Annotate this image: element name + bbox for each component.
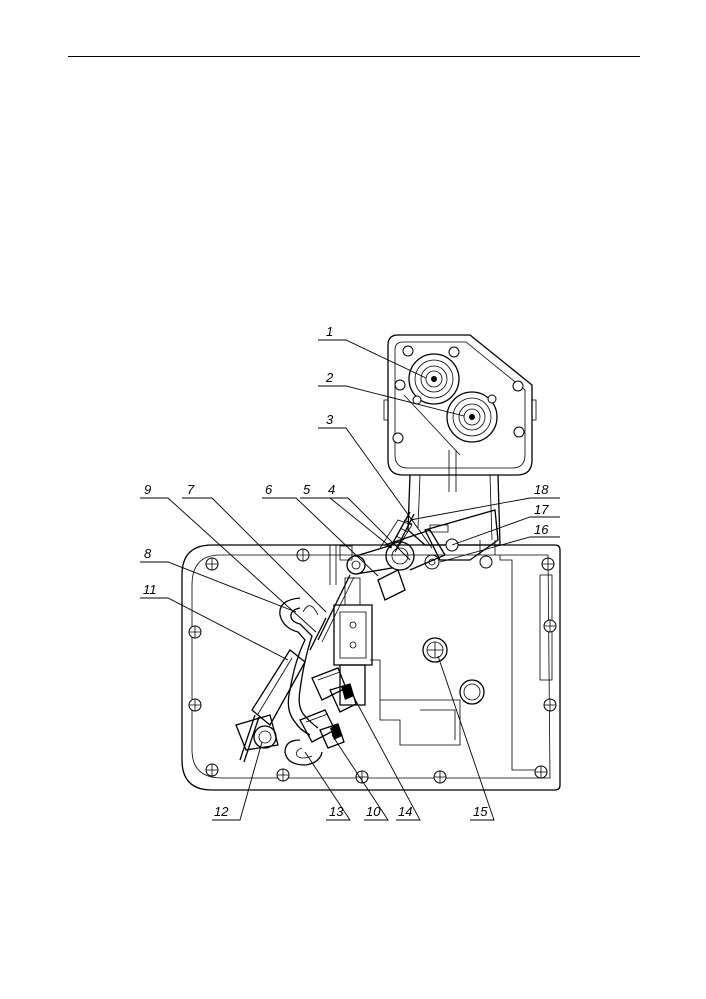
bolt-hole: [541, 557, 555, 571]
callout-15: 15: [473, 804, 488, 819]
bolt-hole: [487, 394, 497, 404]
bolt-hole: [448, 346, 460, 358]
callout-11: 11: [143, 582, 157, 597]
gear-lower: [446, 391, 498, 443]
bolt-hole: [296, 548, 310, 562]
pump-body: [383, 334, 537, 492]
callout-2: 2: [325, 370, 334, 385]
callout-9: 9: [144, 482, 151, 497]
gear-upper: [408, 353, 460, 405]
bolt-hole: [513, 426, 525, 438]
callout-1: 1: [326, 324, 333, 339]
callouts: 1 2 3 4 5 6 7 8 9 10 11 12 13 14 15 16 1…: [143, 324, 549, 819]
callout-14: 14: [398, 804, 412, 819]
callout-8: 8: [144, 546, 152, 561]
bolt-hole: [412, 395, 422, 405]
housing: [181, 540, 561, 791]
bolt-hole: [433, 770, 447, 784]
pipe-loop: [279, 597, 319, 736]
bolt-hole: [543, 619, 557, 633]
elbow-fitting: [299, 709, 345, 749]
bolt-hole: [402, 345, 414, 357]
plug: [459, 679, 485, 705]
control-rod: [309, 574, 355, 651]
adjusting-screw: [389, 511, 415, 551]
callout-17: 17: [534, 502, 549, 517]
pipe-lower-loop: [284, 739, 323, 766]
callout-13: 13: [329, 804, 344, 819]
callout-3: 3: [326, 412, 334, 427]
callout-16: 16: [534, 522, 549, 537]
plug: [422, 637, 448, 663]
callout-5: 5: [303, 482, 311, 497]
header-rule: [68, 56, 640, 57]
elbow-fitting: [311, 667, 357, 713]
bolt-hole: [394, 379, 406, 391]
bolt-hole: [205, 557, 219, 571]
callout-12: 12: [214, 804, 229, 819]
callout-6: 6: [265, 482, 273, 497]
bolt-hole: [205, 763, 219, 777]
leader-lines: [140, 339, 560, 821]
housing-bolts: [188, 548, 557, 784]
bolt-hole: [188, 698, 202, 712]
drain-plug: [239, 714, 277, 763]
bolt-hole: [392, 432, 404, 444]
callout-4: 4: [328, 482, 335, 497]
bolt-hole: [188, 625, 202, 639]
callout-10: 10: [366, 804, 381, 819]
bolt-hole: [534, 765, 548, 779]
callout-18: 18: [534, 482, 549, 497]
bolt-hole: [276, 768, 290, 782]
bolt-hole: [543, 698, 557, 712]
bolt-hole: [512, 380, 524, 392]
bracket-bolt: [479, 555, 493, 569]
callout-7: 7: [187, 482, 195, 497]
